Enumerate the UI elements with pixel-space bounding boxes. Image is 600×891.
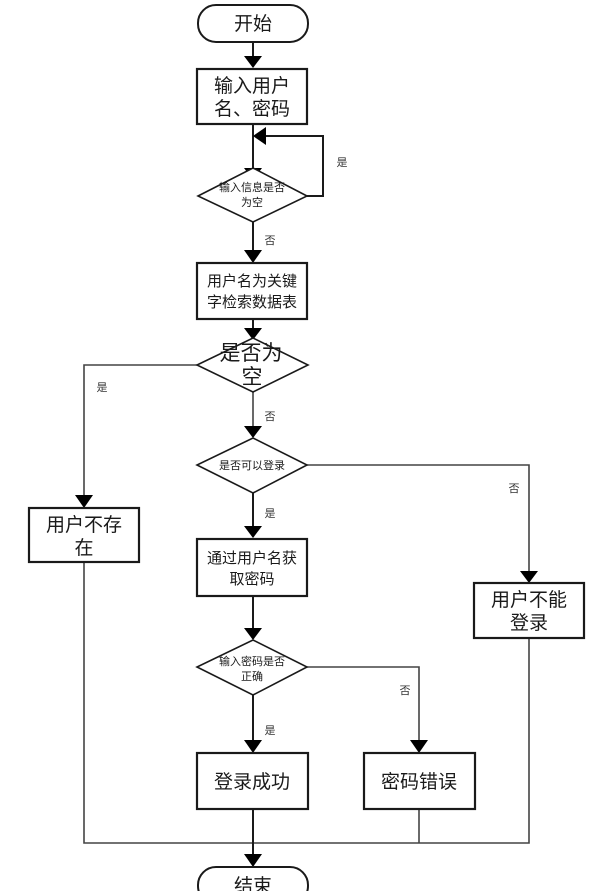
- edge-label-result-empty-yes: 是: [97, 381, 108, 394]
- node-user-not-exist: 用户不存 在: [27, 506, 141, 564]
- process-shape: [27, 506, 141, 564]
- node-label-line2: 为空: [241, 195, 263, 209]
- node-login-success: 登录成功: [195, 751, 310, 811]
- edge-label-input-empty-yes: 是: [337, 156, 348, 169]
- edge-check1-loop: [266, 135, 324, 197]
- arrow-head: [75, 495, 93, 508]
- node-user-cannot-login: 用户不能 登录: [472, 581, 586, 640]
- node-label-line1: 是否可以登录: [219, 458, 285, 472]
- arrow-head: [520, 571, 538, 583]
- node-label-line1: 通过用户名获: [207, 549, 297, 567]
- process-shape: [472, 581, 586, 640]
- decision-shape: [195, 337, 310, 393]
- arrow-head: [253, 127, 266, 145]
- node-label: 开始: [234, 13, 272, 35]
- arrow-head: [244, 628, 262, 640]
- node-start: 开始: [197, 4, 309, 43]
- process-shape: [195, 751, 310, 811]
- edge-label-password-no: 否: [400, 684, 411, 697]
- node-label-line1: 输入用户: [214, 75, 290, 97]
- node-label-line1: 用户不能: [491, 589, 567, 611]
- edge-label-can-login-yes: 是: [265, 507, 276, 520]
- edge-label-result-empty-no: 否: [265, 410, 276, 423]
- decision-shape: [196, 167, 309, 223]
- edge-check4-pwerror: [307, 666, 420, 742]
- edge-label-input-empty-no: 否: [265, 234, 276, 247]
- process-shape: [195, 261, 309, 321]
- node-label-line2: 字检索数据表: [207, 293, 297, 311]
- node-label-line1: 用户名为关键: [207, 272, 297, 290]
- node-check-can-login: 是否可以登录: [195, 437, 309, 494]
- edge-notexist-end: [83, 562, 253, 844]
- node-search-table: 用户名为关键 字检索数据表: [195, 261, 309, 321]
- edge-label-can-login-no: 否: [509, 482, 520, 495]
- node-label-line2: 在: [74, 537, 93, 559]
- node-end: 结束: [197, 866, 309, 891]
- terminator-shape: [197, 866, 309, 891]
- node-label-line1: 用户不存: [46, 514, 122, 536]
- edge-cannotlogin-end: [253, 638, 530, 844]
- node-label-line2: 登录: [510, 612, 548, 634]
- process-shape: [362, 751, 477, 811]
- node-label-line1: 登录成功: [214, 771, 290, 793]
- arrow-head: [244, 250, 262, 263]
- node-label-line2: 空: [242, 365, 263, 389]
- node-label-line1: 密码错误: [381, 771, 457, 793]
- edge-check2-notexist: [83, 364, 197, 496]
- decision-shape: [195, 639, 309, 696]
- node-label-line1: 是否为: [220, 341, 283, 365]
- node-check-password: 输入密码是否 正确: [195, 639, 309, 696]
- node-label-line2: 取密码: [229, 570, 274, 588]
- node-get-password: 通过用户名获 取密码: [195, 537, 309, 598]
- node-label-line2: 名、密码: [214, 98, 290, 120]
- edge-label-password-yes: 是: [265, 724, 276, 737]
- node-label-line1: 输入信息是否: [219, 180, 285, 194]
- node-input-credentials: 输入用户 名、密码: [195, 67, 309, 126]
- edge-check3-cannotlogin: [307, 464, 530, 572]
- arrow-head: [244, 426, 262, 438]
- decision-shape: [195, 437, 309, 494]
- process-shape: [195, 67, 309, 126]
- node-check-input-empty: 输入信息是否 为空: [196, 167, 309, 223]
- arrow-head: [244, 328, 262, 340]
- node-password-error: 密码错误: [362, 751, 477, 811]
- arrow-head: [244, 740, 262, 753]
- node-label-line1: 输入密码是否: [219, 654, 285, 668]
- arrow-head: [410, 740, 428, 753]
- node-label-line2: 正确: [241, 670, 263, 683]
- node-check-result-empty: 是否为 空: [195, 337, 310, 393]
- arrow-head: [244, 854, 262, 867]
- arrow-head: [244, 56, 262, 68]
- connectors: [75, 42, 538, 867]
- node-label: 结束: [234, 875, 272, 891]
- arrow-head: [244, 526, 262, 538]
- process-shape: [195, 537, 309, 598]
- terminator-shape: [197, 4, 309, 43]
